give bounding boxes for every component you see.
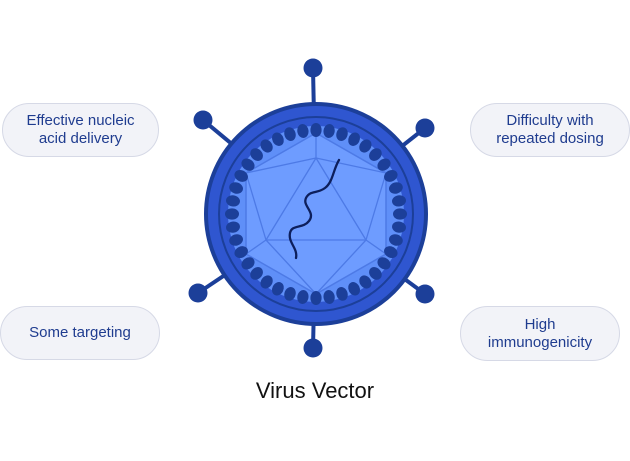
membrane-bead [323,124,335,138]
property-high-immunogenicity: High immunogenicity [460,306,620,361]
membrane-bead [392,195,406,207]
membrane-bead [234,246,248,259]
membrane-bead [359,139,372,153]
property-label: Some targeting [29,324,131,341]
membrane-bead [336,127,348,141]
membrane-bead [226,195,240,207]
membrane-bead [310,291,322,305]
membrane-bead [377,257,391,270]
spike-head [415,284,435,304]
property-label: Effective nucleic acid delivery [26,112,135,147]
diagram-title: Virus Vector [255,378,375,403]
membrane-bead [359,275,372,289]
membrane-bead [392,221,406,233]
membrane-bead [229,234,243,246]
shell-ring [218,116,414,312]
membrane-bead [284,127,296,141]
membrane-bead [271,132,284,146]
membrane-bead [348,282,361,296]
membrane-bead [393,208,407,220]
membrane-bead [234,169,248,182]
membrane-bead [284,287,296,301]
property-label: High immunogenicity [487,315,593,351]
property-some-targeting: Some targeting [0,306,160,360]
membrane-bead [336,287,348,301]
property-effective-delivery: Effective nucleic acid delivery [2,103,159,157]
property-repeated-dosing: Difficulty with repeated dosing [470,103,630,157]
membrane-bead [369,267,382,280]
membrane-bead [384,246,398,259]
membrane-beads [225,123,407,305]
spike-head [193,110,213,130]
membrane-bead [225,208,239,220]
spike-head [415,118,435,138]
membrane-bead [389,234,403,246]
membrane-bead [260,275,273,289]
membrane-bead [241,257,255,270]
membrane-bead [323,290,335,304]
membrane-bead [384,169,398,182]
membrane-bead [310,123,322,137]
membrane-bead [348,132,361,146]
spike-head [188,283,208,303]
nucleic-acid-strand-icon [288,158,341,260]
membrane-bead [226,221,240,233]
membrane-bead [241,158,255,171]
membrane-bead [377,158,391,171]
spike-head [303,58,323,78]
membrane-bead [271,282,284,296]
membrane-bead [369,148,382,161]
spike-head [303,338,323,358]
membrane-bead [229,182,243,194]
membrane-bead [297,290,309,304]
membrane-bead [250,267,263,280]
membrane-bead [389,182,403,194]
membrane-bead [260,139,273,153]
property-label: Difficulty with repeated dosing [496,112,604,147]
membrane-bead [297,124,309,138]
capsid-facets [245,133,387,295]
membrane-bead [250,148,263,161]
